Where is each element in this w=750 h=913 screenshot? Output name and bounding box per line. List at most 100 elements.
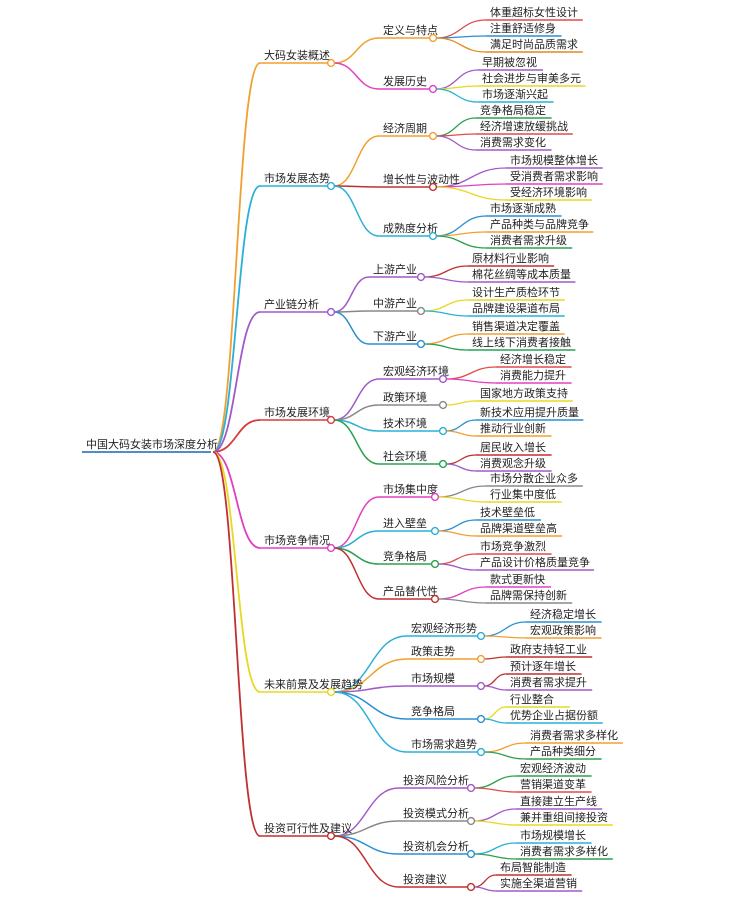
leaf-node[interactable]: 政府支持轻工业 <box>506 642 593 658</box>
child-node[interactable]: 宏观经济环境 <box>379 364 449 380</box>
child-node-label: 竞争格局 <box>383 549 427 563</box>
leaf-node[interactable]: 设计生产质检环节 <box>468 285 565 301</box>
child-node[interactable]: 投资模式分析 <box>399 806 469 822</box>
child-to-leaf-link <box>437 586 487 600</box>
child-node[interactable]: 进入壁垒 <box>379 516 432 532</box>
leaf-node[interactable]: 消费者需求提升 <box>506 675 593 691</box>
leaf-node[interactable]: 市场规模增长 <box>516 828 592 844</box>
leaf-node-label: 消费能力提升 <box>500 368 566 382</box>
leaf-node[interactable]: 市场竞争激烈 <box>476 539 552 555</box>
leaf-node[interactable]: 原材料行业影响 <box>468 251 555 267</box>
child-node[interactable]: 市场集中度 <box>379 482 438 498</box>
child-dot <box>476 654 486 664</box>
child-to-leaf-link <box>435 235 487 249</box>
child-node[interactable]: 竞争格局 <box>407 704 478 720</box>
child-node[interactable]: 竞争格局 <box>379 549 432 565</box>
leaf-node[interactable]: 兼并重组间接投资 <box>516 810 613 826</box>
leaf-node[interactable]: 产品种类细分 <box>526 744 602 760</box>
leaf-node[interactable]: 市场逐渐兴起 <box>478 87 554 103</box>
leaf-node[interactable]: 市场规模整体增长 <box>506 153 603 169</box>
leaf-node[interactable]: 线上线下消费者接触 <box>468 335 576 351</box>
branch-node[interactable]: 市场发展环境 <box>260 405 330 421</box>
child-node[interactable]: 宏观经济形势 <box>407 621 478 637</box>
leaf-node[interactable]: 宏观经济波动 <box>516 761 592 777</box>
child-node-label: 增长性与波动性 <box>383 172 460 186</box>
child-node[interactable]: 上游产业 <box>369 262 418 278</box>
child-node[interactable]: 发展历史 <box>379 74 430 90</box>
leaf-node[interactable]: 行业集中度低 <box>486 487 562 503</box>
leaf-node[interactable]: 经济增长稳定 <box>496 352 572 368</box>
child-node[interactable]: 产品替代性 <box>379 584 438 600</box>
leaf-node[interactable]: 品牌建设渠道布局 <box>468 301 565 317</box>
child-to-leaf-link <box>437 485 487 498</box>
leaf-node[interactable]: 体重超标女性设计 <box>486 5 583 21</box>
branch-node[interactable]: 产业链分析 <box>260 297 328 313</box>
leaf-node[interactable]: 市场分散企业众多 <box>486 471 583 487</box>
leaf-node[interactable]: 居民收入增长 <box>476 440 552 456</box>
leaf-node[interactable]: 受消费者需求影响 <box>506 169 603 185</box>
child-node[interactable]: 市场规模 <box>407 671 478 687</box>
leaf-node[interactable]: 注重舒适修身 <box>486 21 562 37</box>
child-node[interactable]: 投资风险分析 <box>399 773 469 789</box>
child-node[interactable]: 下游产业 <box>369 329 418 345</box>
leaf-node[interactable]: 社会进步与审美多元 <box>478 71 586 87</box>
leaf-node[interactable]: 消费能力提升 <box>496 368 572 384</box>
child-dot <box>438 459 448 469</box>
leaf-node[interactable]: 技术壁垒低 <box>476 505 541 521</box>
leaf-node[interactable]: 竞争格局稳定 <box>476 103 552 119</box>
leaf-node[interactable]: 消费观念升级 <box>476 456 552 472</box>
leaf-node[interactable]: 经济增速放缓挑战 <box>476 119 573 135</box>
branch-node[interactable]: 未来前景及发展趋势 <box>260 677 363 693</box>
branch-node-label: 未来前景及发展趋势 <box>264 677 363 691</box>
leaf-node[interactable]: 品牌渠道壁垒高 <box>476 521 563 537</box>
child-node[interactable]: 定义与特点 <box>379 23 438 39</box>
branch-to-child-link <box>333 835 400 855</box>
leaf-node[interactable]: 实施全渠道营销 <box>496 876 583 892</box>
child-node[interactable]: 社会环境 <box>379 449 440 465</box>
child-node[interactable]: 技术环境 <box>379 416 440 432</box>
leaf-node[interactable]: 营销渠道变革 <box>516 777 592 793</box>
leaf-node[interactable]: 预计逐年增长 <box>506 659 582 675</box>
child-node[interactable]: 市场需求趋势 <box>407 737 478 753</box>
leaf-node[interactable]: 新技术应用提升质量 <box>476 405 584 421</box>
leaf-node[interactable]: 款式更新快 <box>486 572 551 588</box>
leaf-node[interactable]: 布局智能制造 <box>496 860 572 876</box>
child-node[interactable]: 成熟度分析 <box>379 221 438 237</box>
leaf-node[interactable]: 受经济环境影响 <box>506 185 593 201</box>
branch-to-child-link <box>333 185 380 237</box>
branch-node-label: 市场竞争情况 <box>264 533 330 547</box>
leaf-node[interactable]: 棉花丝绸等成本质量 <box>468 267 576 283</box>
leaf-node[interactable]: 销售渠道决定覆盖 <box>468 319 565 335</box>
child-node[interactable]: 投资机会分析 <box>399 839 469 855</box>
leaf-node[interactable]: 消费者需求升级 <box>486 233 573 249</box>
leaf-node[interactable]: 消费者需求多样化 <box>516 844 613 860</box>
leaf-node[interactable]: 经济稳定增长 <box>526 607 602 623</box>
leaf-node[interactable]: 宏观政策影响 <box>526 623 602 639</box>
child-node[interactable]: 中游产业 <box>369 296 418 312</box>
branch-node[interactable]: 大码女装概述 <box>260 48 330 64</box>
leaf-node[interactable]: 早期被忽视 <box>478 55 543 71</box>
leaf-node[interactable]: 产品设计价格质量竞争 <box>476 555 594 571</box>
leaf-node[interactable]: 消费者需求多样化 <box>526 728 623 744</box>
leaf-node[interactable]: 优势企业占据份额 <box>506 708 603 724</box>
branch-node[interactable]: 投资可行性及建议 <box>260 821 352 837</box>
leaf-node[interactable]: 满足时尚品质需求 <box>486 37 583 53</box>
leaf-node[interactable]: 产品种类与品牌竞争 <box>486 217 594 233</box>
child-node[interactable]: 增长性与波动性 <box>379 172 460 188</box>
branch-to-child-link <box>333 135 380 187</box>
child-node[interactable]: 政策环境 <box>379 390 440 406</box>
child-node[interactable]: 经济周期 <box>379 121 430 137</box>
child-node[interactable]: 政策走势 <box>407 644 478 660</box>
leaf-node[interactable]: 直接建立生产线 <box>516 794 603 810</box>
branch-node[interactable]: 市场发展态势 <box>260 171 330 187</box>
branch-node[interactable]: 市场竞争情况 <box>260 533 330 549</box>
leaf-node[interactable]: 品牌需保持创新 <box>486 588 573 604</box>
leaf-node[interactable]: 行业整合 <box>506 692 570 708</box>
leaf-node[interactable]: 国家地方政策支持 <box>476 386 573 402</box>
leaf-node[interactable]: 推动行业创新 <box>476 421 552 437</box>
child-node[interactable]: 投资建议 <box>399 872 468 888</box>
leaf-node[interactable]: 消费需求变化 <box>476 135 552 151</box>
root-node[interactable]: 中国大码女装市场深度分析 <box>82 437 218 453</box>
leaf-node-label: 消费观念升级 <box>480 456 546 470</box>
leaf-node[interactable]: 市场逐渐成熟 <box>486 201 562 217</box>
